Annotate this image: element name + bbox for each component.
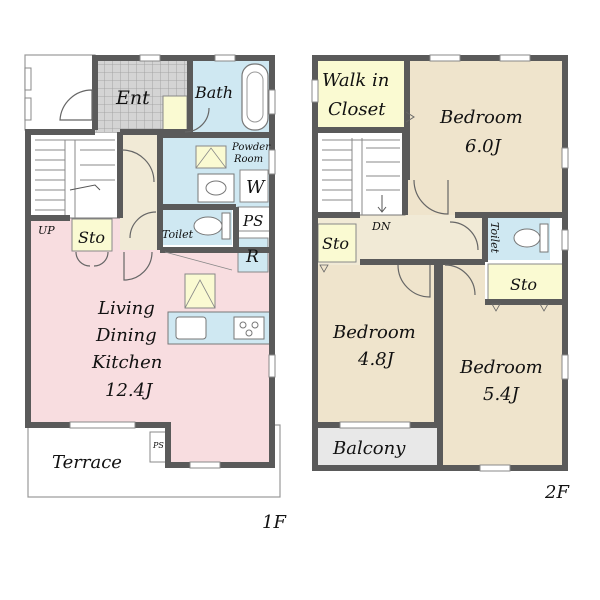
label-bedroom-c-2: 5.4J	[483, 384, 521, 405]
bedroom-a	[407, 58, 565, 215]
toilet-icon-1f	[193, 212, 231, 240]
label-bedroom-a-1: Bedroom	[439, 107, 523, 128]
stairs-2f-steps	[322, 138, 400, 215]
bedroom-b	[315, 265, 437, 425]
label-floor-1: 1F	[262, 512, 287, 533]
storage-1f	[71, 218, 113, 252]
label-terrace-ps: PS	[152, 441, 164, 450]
label-bath: Bath	[194, 83, 233, 102]
label-washer: W	[246, 177, 266, 198]
label-stairs-down: DN	[371, 220, 391, 233]
label-entrance: Ent	[115, 87, 150, 109]
stairs-1f	[27, 131, 121, 219]
walls-2f	[312, 55, 568, 471]
corridor-1f	[120, 132, 160, 250]
label-walk-in-2: Closet	[328, 99, 386, 120]
ps-box	[237, 206, 273, 232]
toilet-icon-2f	[513, 223, 549, 253]
label-storage-1f: Sto	[78, 228, 105, 247]
floor-2: Walk in Closet Bedroom 6.0J Sto DN Toile…	[311, 54, 570, 503]
label-refrigerator: R	[245, 247, 259, 267]
kitchen-sink-icon	[175, 316, 207, 340]
label-powder-room-2: Room	[233, 154, 263, 165]
label-toilet-2f: Toilet	[488, 222, 501, 254]
label-storage-2f-left: Sto	[322, 234, 349, 253]
label-ldk-3: Kitchen	[91, 352, 162, 373]
shoe-cabinet	[162, 95, 188, 133]
ldk-area	[28, 218, 272, 465]
label-powder-room-1: Powder	[231, 142, 271, 153]
stairs-1f-steps	[35, 139, 115, 218]
stairs-up-arrow	[69, 184, 101, 191]
balcony-area	[315, 425, 439, 469]
walk-in-closet	[315, 58, 407, 130]
stairs-2f	[314, 129, 406, 216]
label-terrace: Terrace	[52, 452, 122, 473]
label-balcony: Balcony	[332, 438, 406, 459]
powder-shelf	[195, 145, 227, 169]
label-storage-2f-right: Sto	[510, 275, 537, 294]
sink-icon	[197, 173, 235, 203]
label-floor-2: 2F	[544, 482, 570, 503]
label-walk-in-1: Walk in	[322, 70, 389, 91]
label-toilet-1f: Toilet	[162, 228, 194, 241]
label-stairs-up: UP	[38, 224, 55, 237]
label-ps: PS	[242, 212, 263, 230]
label-bedroom-b-1: Bedroom	[332, 322, 416, 343]
kitchen-pantry	[184, 273, 216, 309]
storage-2f-left	[317, 223, 357, 263]
label-ldk-1: Living	[97, 298, 155, 319]
floor-1: Ent Bath Powder Room W Toilet PS R Sto U…	[24, 54, 287, 533]
label-bedroom-a-2: 6.0J	[465, 136, 503, 157]
label-ldk-2: Dining	[95, 325, 157, 346]
bedroom-c	[440, 302, 565, 468]
bathtub-icon	[241, 63, 269, 131]
fridge-box	[237, 237, 269, 273]
label-bedroom-c-1: Bedroom	[459, 357, 543, 378]
label-ldk-4: 12.4J	[105, 380, 154, 401]
label-bedroom-b-2: 4.8J	[357, 349, 396, 370]
stairs-down-arrow	[377, 195, 387, 213]
washer-box	[239, 169, 269, 203]
storage-2f-right	[487, 263, 564, 303]
